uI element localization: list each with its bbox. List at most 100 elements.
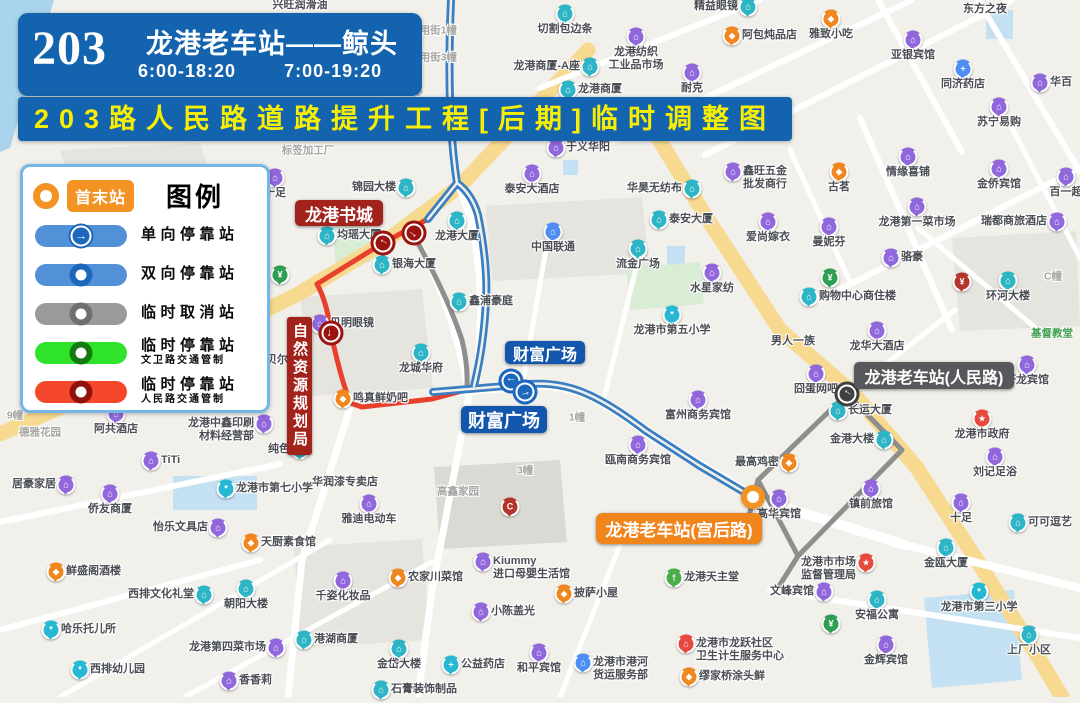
map-pin-icon[interactable]: ⌂ [360,495,379,514]
map-pin-icon[interactable]: ⌂ [209,519,228,538]
map-pin-icon[interactable]: ◆ [47,563,66,582]
map-pin-icon[interactable]: ⌂ [397,179,416,198]
map-pin-icon[interactable]: ⌂ [683,64,702,83]
map-pin-icon[interactable]: † [665,569,684,588]
map-pin-icon[interactable]: ◆ [242,534,261,553]
map-pin-icon[interactable]: ⌂ [448,212,467,231]
map-pin-icon[interactable]: ⌂ [57,476,76,495]
map-pin-icon[interactable]: ◆ [389,569,408,588]
map-pin-icon[interactable]: ⌂ [937,539,956,558]
map-pin-icon[interactable]: * [663,306,682,325]
map-pin-icon[interactable]: ◆ [680,668,699,687]
map-pin-icon[interactable]: ◆ [822,10,841,29]
map-pin-icon[interactable]: ⌂ [547,139,566,158]
map-pin-icon[interactable]: ⌂ [1031,74,1050,93]
map-pin-icon[interactable]: ⌂ [882,249,901,268]
map-pin-icon[interactable]: ⌂ [1057,168,1076,187]
map-pin-icon[interactable]: ⌂ [530,644,549,663]
map-pin-icon[interactable]: ⌂ [990,98,1009,117]
map-pin-icon[interactable]: ⌂ [703,264,722,283]
map-pin-icon[interactable]: ⌂ [523,165,542,184]
red-stop-marker[interactable]: → [374,234,393,253]
map-pin-icon[interactable]: ⌂ [334,572,353,591]
map-pin-icon[interactable]: C [501,498,520,517]
map-pin-icon[interactable]: * [970,583,989,602]
map-pin-icon[interactable]: ★ [857,554,876,573]
map-pin-icon[interactable]: ⌂ [142,452,161,471]
map-pin-icon[interactable]: ¥ [953,273,972,292]
map-pin-icon[interactable]: ⌂ [629,240,648,259]
map-pin-icon[interactable]: ⌂ [650,211,669,230]
map-pin-icon[interactable]: ⌂ [390,640,409,659]
map-pin-icon[interactable]: ⌂ [295,631,314,650]
map-pin-icon[interactable]: * [217,480,236,499]
map-pin-icon[interactable]: ¥ [822,615,841,634]
map-pin-icon[interactable]: ⌂ [875,431,894,450]
map-pin-icon[interactable]: ⌂ [574,654,593,673]
map-pin-icon[interactable]: ⌂ [412,344,431,363]
map-pin-icon[interactable]: ⌂ [255,415,274,434]
map-pin-icon[interactable]: ⌂ [677,635,696,654]
map-pin-icon[interactable]: ⌂ [759,213,778,232]
map-pin-icon[interactable]: + [954,60,973,79]
map-pin-icon[interactable]: ⌂ [815,583,834,602]
map-pin-icon[interactable]: ⌂ [450,293,469,312]
red-stop-marker[interactable]: → [405,224,424,243]
map-pin-icon[interactable]: ⌂ [1048,213,1067,232]
legend-label: 临时停靠站文卫路交通管制 [141,338,239,367]
map-pin-icon[interactable]: ⌂ [683,180,702,199]
map-pin-icon[interactable]: * [42,621,61,640]
map-pin-icon[interactable]: ◆ [830,163,849,182]
map-pin-icon[interactable]: ⌂ [829,402,848,421]
map-pin-icon[interactable]: ⌂ [472,603,491,622]
map-pin-icon[interactable]: ⌂ [195,586,214,605]
map-pin-icon[interactable]: ⌂ [904,31,923,50]
map-pin-icon[interactable]: ⌂ [952,494,971,513]
map-pin-icon[interactable]: ◆ [555,585,574,604]
map-pin-icon[interactable]: ⌂ [877,636,896,655]
map-pin-icon[interactable]: ◆ [334,390,353,409]
map-pin-icon[interactable]: ⌂ [237,580,256,599]
map-pin-icon[interactable]: ⌂ [267,639,286,658]
map-pin-icon[interactable]: ¥ [821,269,840,288]
gray-stop-marker[interactable]: → [838,385,857,404]
poi-label: 精益眼镜 [694,0,738,13]
map-pin-icon[interactable]: ⌂ [986,448,1005,467]
red-stop-marker[interactable]: → [322,324,341,343]
map-pin-icon[interactable]: ⌂ [820,218,839,237]
map-pin-icon[interactable]: ⌂ [474,553,493,572]
map-pin-icon[interactable]: ¥ [271,266,290,285]
map-pin-icon[interactable]: ⌂ [862,480,881,499]
map-pin-icon[interactable]: ⌂ [999,272,1018,291]
map-pin-icon[interactable]: ⌂ [556,5,575,24]
map-pin-icon[interactable]: ⌂ [1009,514,1028,533]
map-pin-icon[interactable]: ⌂ [101,485,120,504]
map-pin-icon[interactable]: ⌂ [581,58,600,77]
map-pin-icon[interactable]: ⌂ [373,256,392,275]
map-pin-icon[interactable]: + [442,656,461,675]
map-pin-icon[interactable]: * [71,661,90,680]
map-pin-icon[interactable]: ⌂ [629,436,648,455]
map-pin-icon[interactable]: ⌂ [868,591,887,610]
map-pin-icon[interactable]: ⌂ [1018,356,1037,375]
map-pin-icon[interactable]: ⌂ [990,160,1009,179]
map-pin-icon[interactable]: ★ [973,410,992,429]
map-pin-icon[interactable]: ⌂ [724,163,743,182]
map-pin-icon[interactable]: ⌂ [807,365,826,384]
map-pin-icon[interactable]: ⌂ [689,391,708,410]
map-pin-icon[interactable]: ◆ [780,454,799,473]
map-pin-icon[interactable]: ⌂ [220,672,239,691]
blue-stop-marker[interactable]: → [516,383,535,402]
map-pin-icon[interactable]: ⌂ [770,490,789,509]
map-pin-icon[interactable]: ⌂ [318,227,337,246]
map-pin-icon[interactable]: ⌂ [800,288,819,307]
poi-label: 十足 [950,512,972,525]
map-pin-icon[interactable]: ⌂ [868,322,887,341]
map-pin-icon[interactable]: ⌂ [899,148,918,167]
map-pin-icon[interactable]: ⌂ [627,28,646,47]
map-pin-icon[interactable]: ⌂ [1020,626,1039,645]
map-pin-icon[interactable]: ⌂ [544,223,563,242]
map-pin-icon[interactable]: ⌂ [908,198,927,217]
map-pin-icon[interactable]: ◆ [723,27,742,46]
terminal-station-marker[interactable] [741,485,765,509]
